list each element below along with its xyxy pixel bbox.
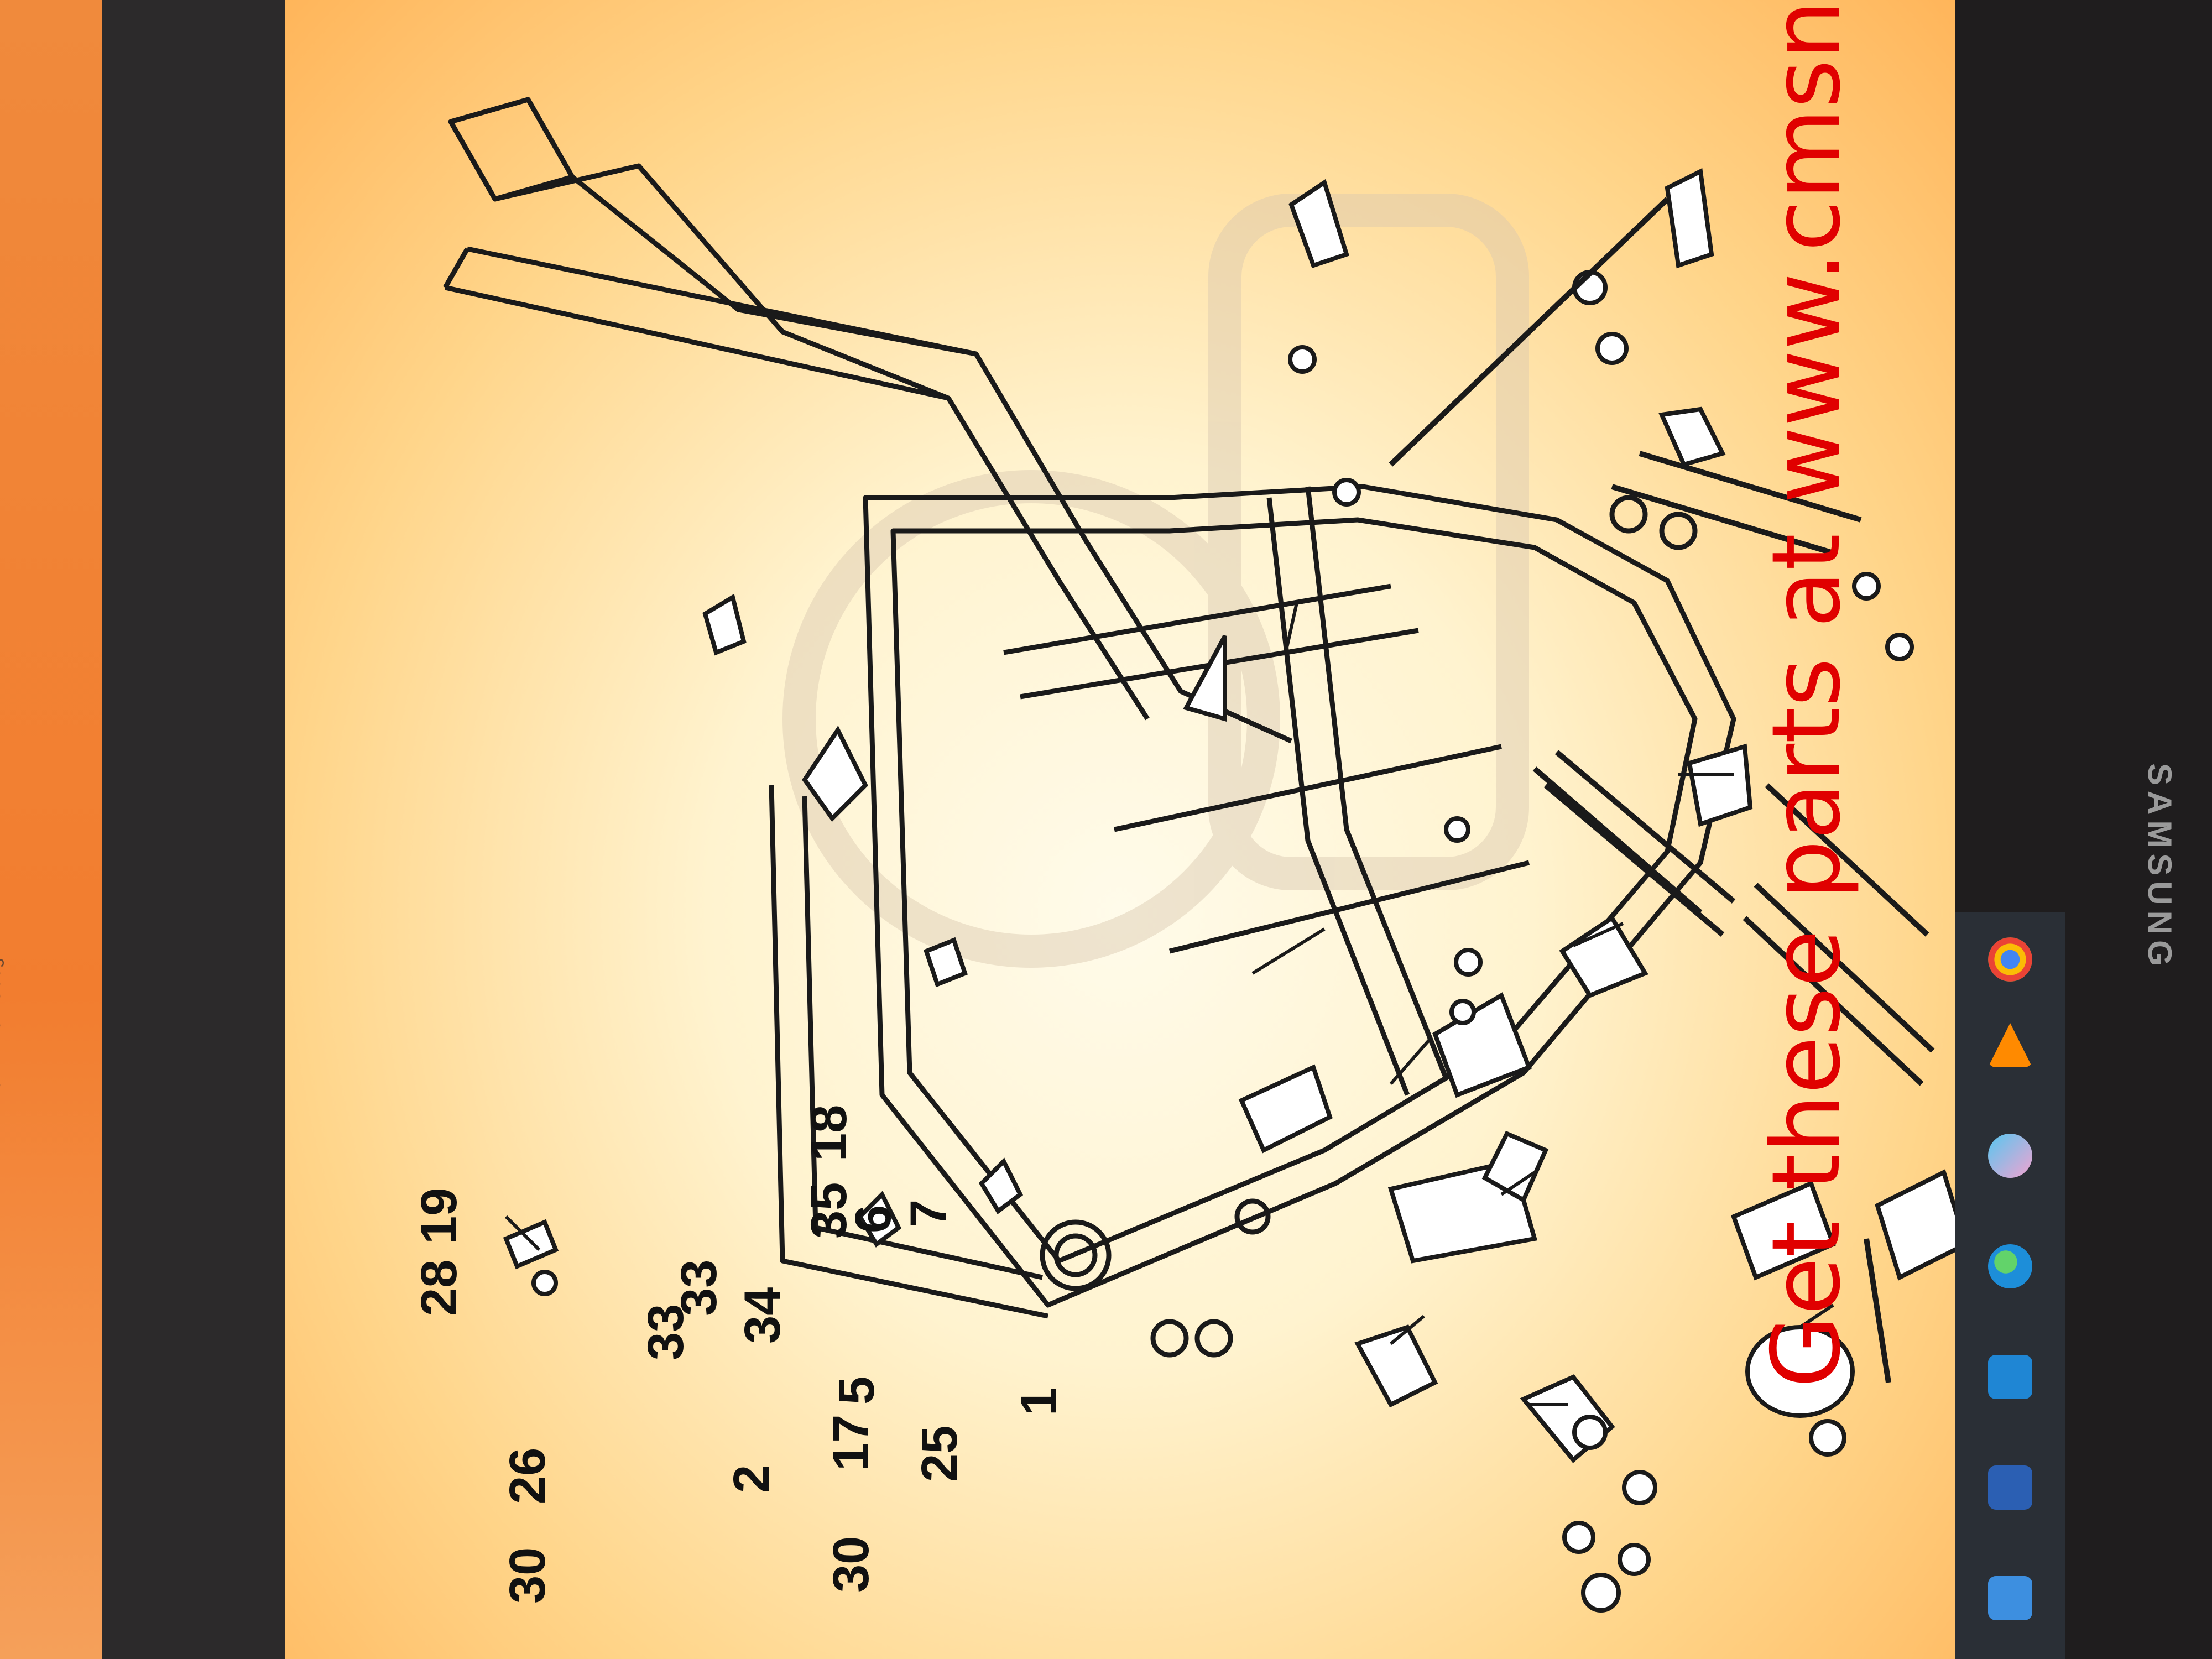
part-label: 19 [411, 1188, 467, 1244]
word-icon[interactable] [1988, 1465, 2032, 1510]
part-label: 17 [823, 1415, 879, 1471]
part-number-labels-placed: 2 30 26 30 17 5 25 1 28 19 33 33 34 35 6… [411, 1105, 1067, 1604]
vlc-icon[interactable] [1988, 1023, 2032, 1067]
part-label: 26 [499, 1448, 556, 1504]
chrome-icon[interactable] [1988, 937, 2032, 982]
part-label: 33 [671, 1260, 727, 1316]
browser-tab-label[interactable]: Mon Drive - Googl... [0, 937, 4, 1106]
part-label: 30 [499, 1547, 556, 1604]
windows-taskbar [1955, 912, 2065, 1659]
part-label: 18 [801, 1105, 857, 1161]
browser-sidebar-strip: Mon Drive - Googl... [0, 0, 102, 1659]
loose-parts [503, 168, 1955, 1613]
part-label: 6 [845, 1205, 901, 1233]
copilot-icon[interactable] [1988, 1134, 2032, 1178]
part-label: 30 [823, 1536, 879, 1593]
part-label: 28 [411, 1260, 467, 1316]
part-label: 35 [801, 1182, 857, 1239]
part-label: 2 [723, 1465, 780, 1493]
part-label: 7 [900, 1199, 957, 1228]
part-label: 34 [734, 1287, 791, 1344]
through-bolts [1389, 197, 1935, 1383]
leader-lines [504, 602, 1834, 1406]
monitor-brand: SAMSUNG [2141, 763, 2178, 972]
frame-illustration: 2 30 26 30 17 5 25 1 28 19 33 33 34 35 6… [411, 0, 1955, 1613]
parts-diagram: 2 30 26 30 17 5 25 1 28 19 33 33 34 35 6… [285, 0, 1955, 1659]
part-label: 5 [828, 1376, 885, 1405]
monitor-left-band [102, 0, 285, 1659]
mail-icon[interactable] [1988, 1355, 2032, 1399]
watermark-url: Get these parts at www.cmsnl.com [1752, 0, 1861, 1388]
windows-start-icon[interactable] [1988, 1576, 2032, 1620]
part-label: 25 [911, 1426, 968, 1482]
edge-icon[interactable] [1988, 1244, 2032, 1288]
part-label: 33 [638, 1304, 694, 1360]
part-label: 1 [1011, 1387, 1067, 1416]
watermark-logo [782, 194, 1529, 968]
